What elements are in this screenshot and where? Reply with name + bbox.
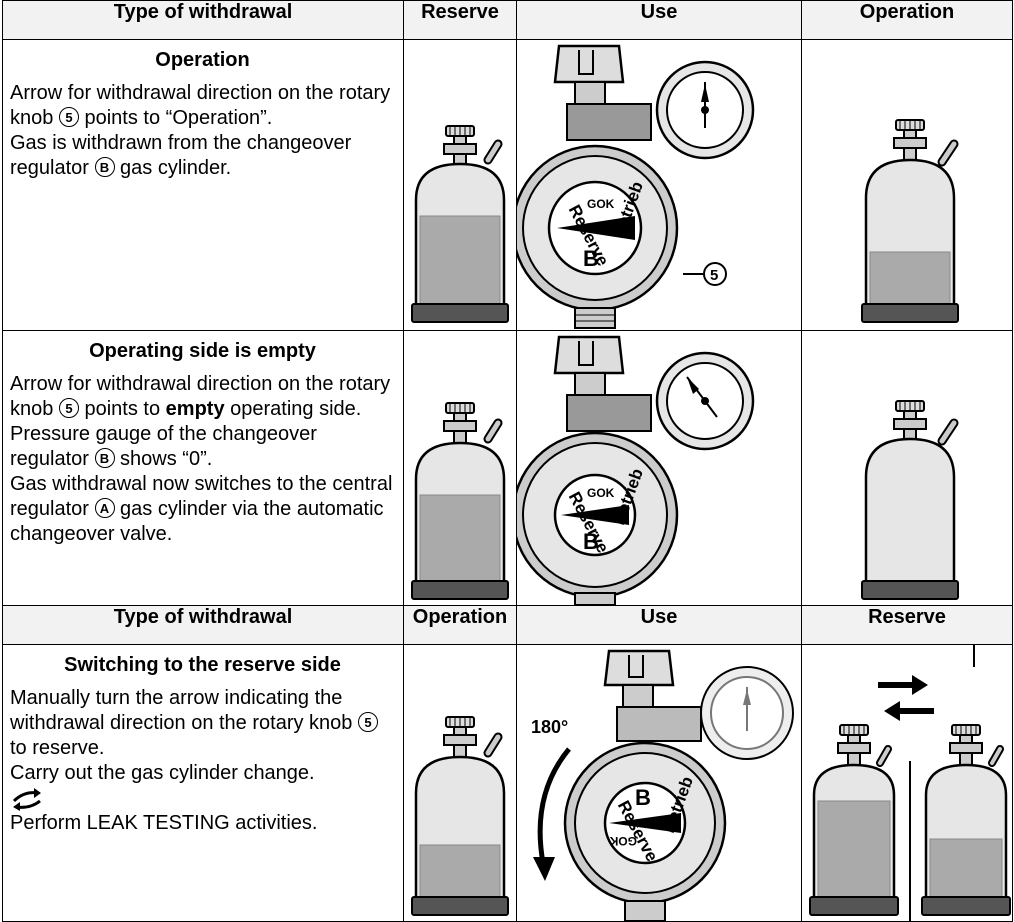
row-title: Operation	[155, 49, 250, 71]
callout-5-icon: 5	[58, 398, 79, 419]
changeover-regulator-icon: B GOK Reserve Betrieb 180°	[531, 649, 794, 921]
callout-b-icon: B	[94, 448, 115, 469]
header-operation: Operation	[801, 0, 1013, 40]
header-row-2: Type of withdrawal Operation Use Reserve	[2, 605, 1013, 645]
header-reserve: Reserve	[403, 0, 517, 40]
gas-cylinder-icon	[861, 400, 959, 600]
cylinder-change-illustration	[809, 645, 1011, 921]
brand-label: GOK	[587, 486, 615, 500]
swap-arrows-icon	[12, 787, 41, 811]
row-switch-text: Switching to the reserve side Manually t…	[2, 644, 404, 922]
header-type: Type of withdrawal	[2, 605, 404, 645]
header-use: Use	[516, 605, 802, 645]
changeover-regulator-icon: GOK B Reserve Betrieb 5	[517, 44, 755, 329]
gas-cylinder-icon	[411, 716, 509, 916]
row-description: Arrow for withdrawal direction on the ro…	[10, 373, 393, 545]
callout-5-label: 5	[710, 267, 718, 284]
brand-label: GOK	[609, 834, 637, 848]
header-row-1: Type of withdrawal Reserve Use Operation	[2, 0, 1013, 40]
row-description: Manually turn the arrow indicating the w…	[10, 686, 395, 836]
letter-b-label: B	[583, 529, 599, 554]
swap-arrows-icon	[878, 675, 934, 721]
gas-cylinder-icon	[411, 402, 509, 600]
header-operation: Operation	[403, 605, 517, 645]
row-empty-text: Operating side is empty Arrow for withdr…	[2, 330, 404, 606]
row-title: Switching to the reserve side	[64, 654, 341, 676]
changeover-regulator-icon: GOK B Reserve Betrieb	[517, 335, 755, 605]
row-operation: Operation Arrow for withdrawal direction…	[2, 39, 1013, 331]
header-reserve: Reserve	[801, 605, 1013, 645]
row-switching-reserve: Switching to the reserve side Manually t…	[2, 644, 1013, 922]
gas-cylinder-icon	[861, 119, 959, 323]
rotation-label: 180°	[531, 717, 568, 737]
callout-b-icon: B	[94, 157, 115, 178]
header-use: Use	[516, 0, 802, 40]
header-type: Type of withdrawal	[2, 0, 404, 40]
row-operation-text: Operation Arrow for withdrawal direction…	[2, 39, 404, 331]
row-description: Arrow for withdrawal direction on the ro…	[10, 82, 391, 179]
row-title: Operating side is empty	[89, 340, 316, 362]
gas-cylinder-icon	[411, 125, 509, 323]
letter-b-label: B	[583, 246, 599, 271]
callout-a-icon: A	[94, 498, 115, 519]
brand-label: GOK	[587, 197, 615, 211]
callout-5-icon: 5	[58, 107, 79, 128]
letter-b-label: B	[635, 785, 651, 810]
row-operating-side-empty: Operating side is empty Arrow for withdr…	[2, 330, 1013, 606]
callout-5-icon: 5	[357, 712, 378, 733]
